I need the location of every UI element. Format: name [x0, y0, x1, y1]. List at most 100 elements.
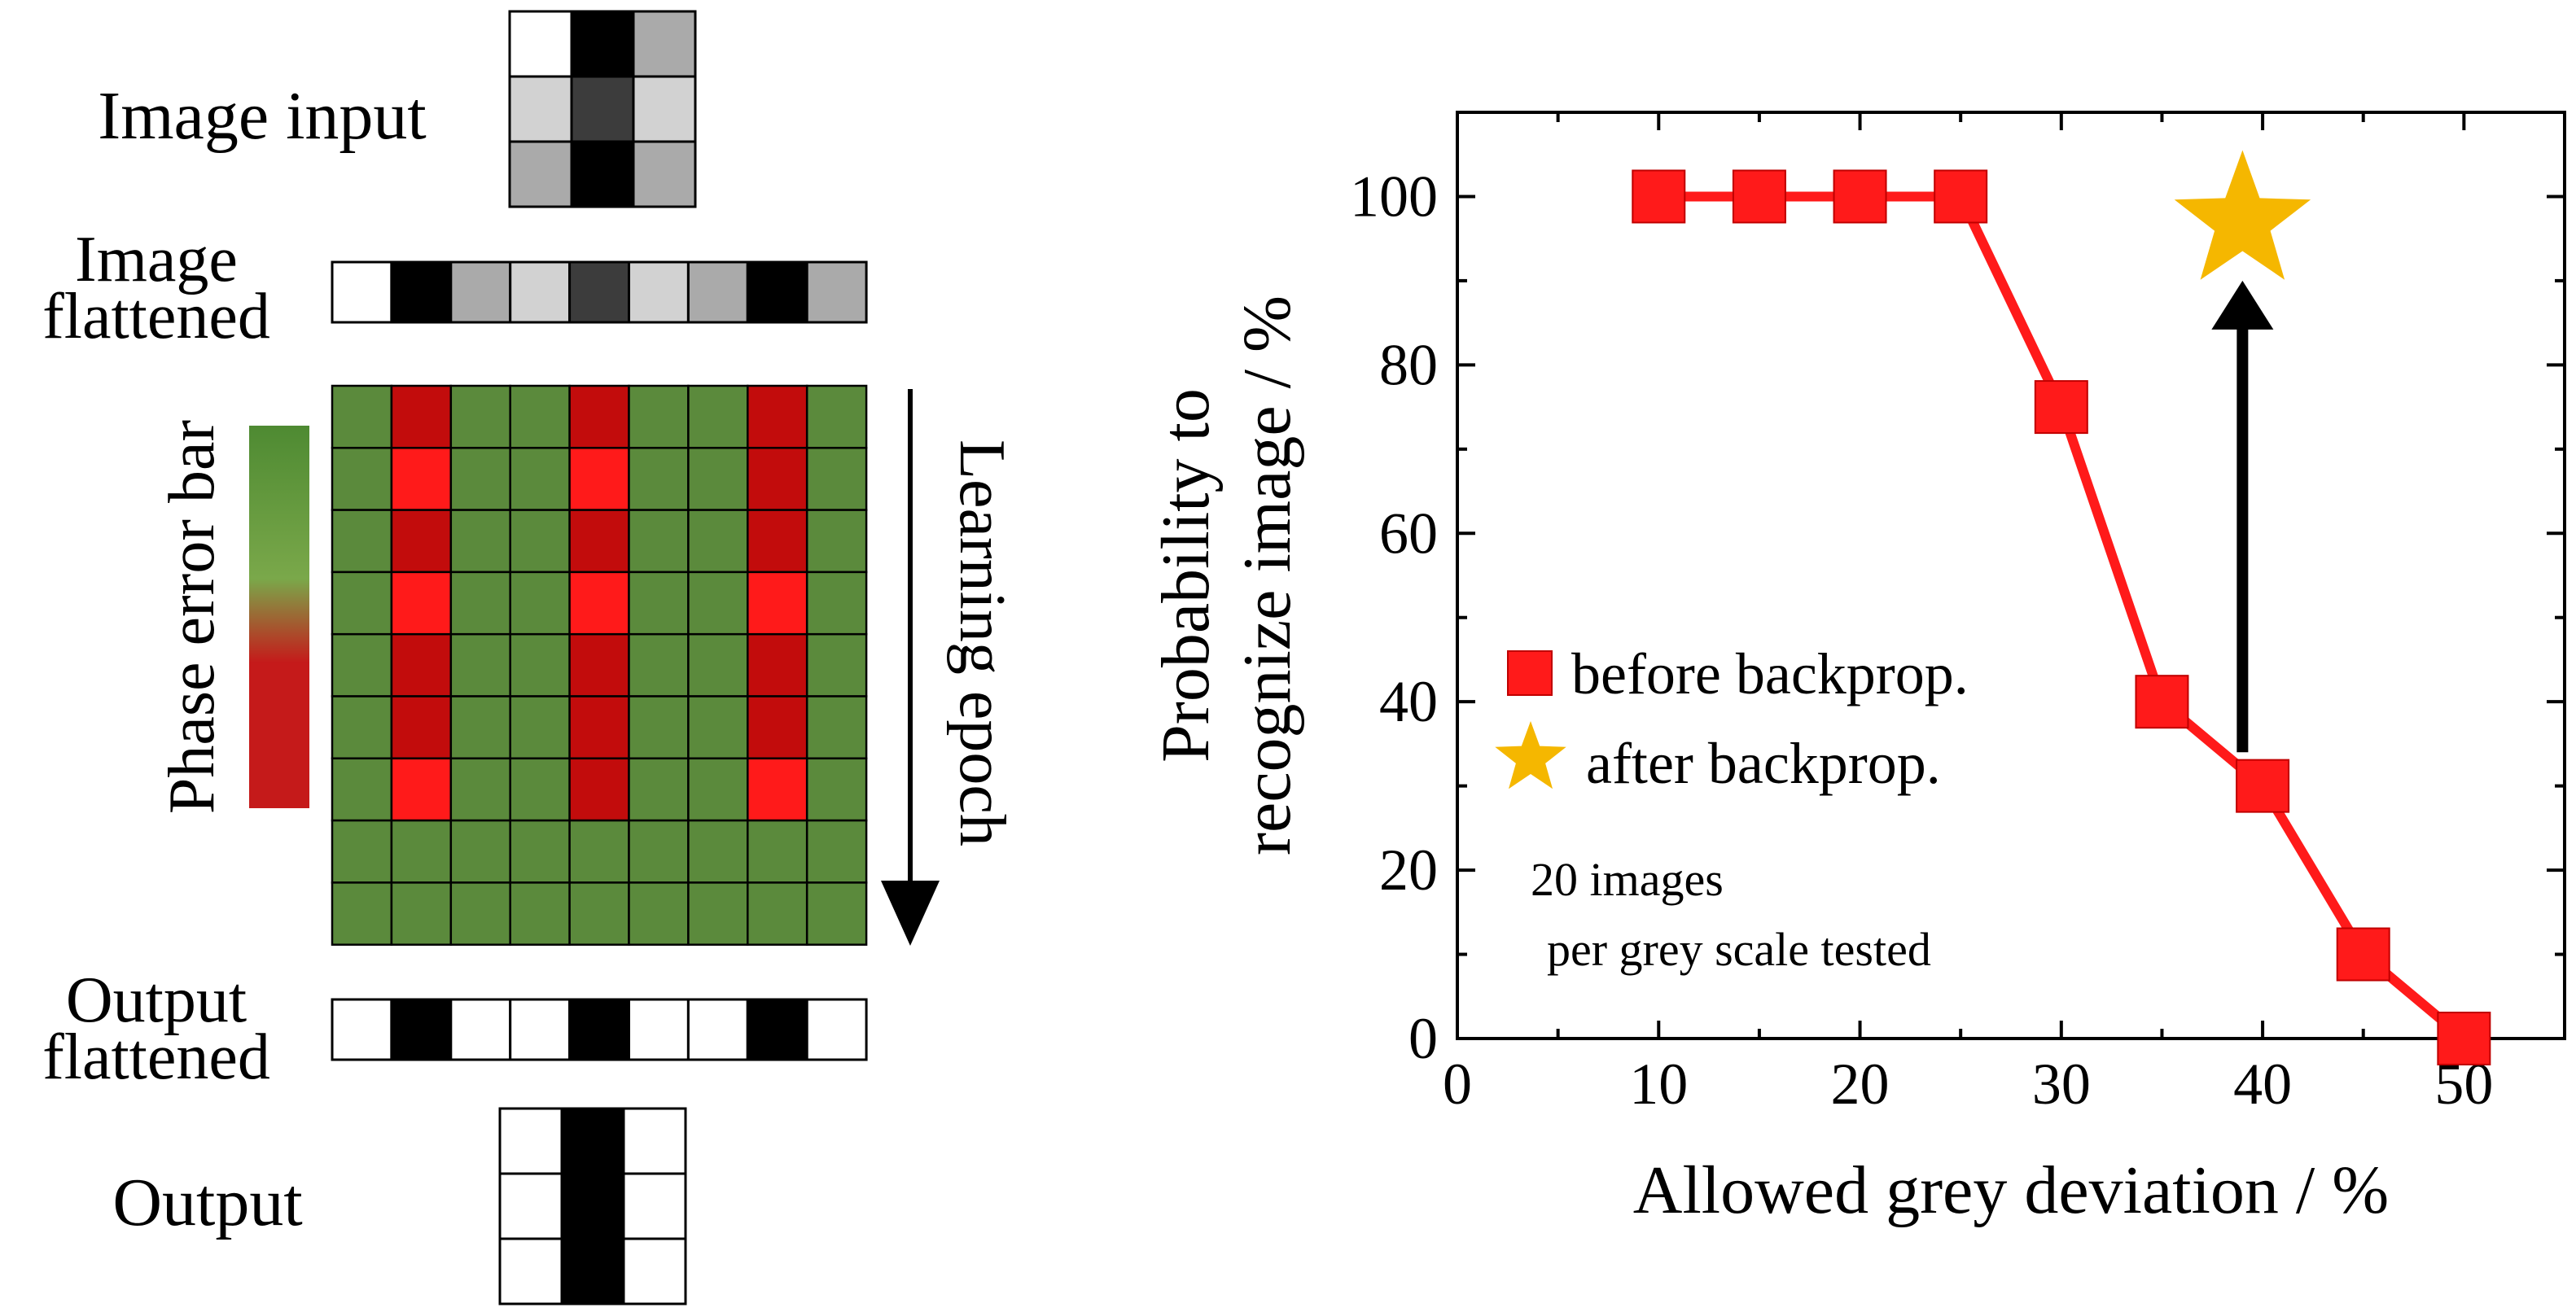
epoch-cell-r2-c3 [509, 509, 571, 574]
input-pixel-r1-c0 [508, 75, 573, 143]
epoch-cell-r8-c3 [509, 881, 571, 946]
output-pixel-r0-c1 [560, 1107, 625, 1175]
flattened-input-pixel-0 [331, 260, 393, 324]
output-pixel-r0-c0 [498, 1107, 563, 1175]
epoch-cell-r8-c6 [687, 881, 749, 946]
epoch-cell-r2-c7 [747, 509, 808, 574]
epoch-cell-r6-c8 [805, 757, 868, 822]
epoch-cell-r0-c3 [509, 384, 571, 449]
epoch-cell-r4-c1 [390, 632, 453, 698]
epoch-cell-r1-c3 [509, 447, 571, 511]
flattened-output-pixel-2 [449, 998, 512, 1061]
input-pixel-r0-c1 [570, 10, 635, 78]
flattened-input-pixel-8 [805, 260, 868, 324]
before-backprop-point [1934, 169, 1988, 224]
x-tick-label: 0 [1443, 1052, 1472, 1117]
x-tick-label: 10 [1629, 1052, 1688, 1117]
epoch-cell-r5-c6 [687, 695, 749, 760]
epoch-cell-r0-c4 [568, 384, 630, 449]
legend-marker-after [1495, 721, 1566, 789]
input-image-grid [508, 10, 697, 208]
flattened-input-pixel-2 [449, 260, 512, 324]
epoch-cell-r7-c6 [687, 819, 749, 884]
epoch-cell-r4-c2 [449, 632, 511, 698]
image-flattened-label-1: Image [75, 224, 238, 295]
before-backprop-point [1632, 169, 1686, 224]
epoch-cell-r6-c7 [747, 757, 808, 822]
output-flattened-label-2: flattened [42, 1021, 270, 1093]
flattened-output-pixel-1 [390, 998, 453, 1061]
epoch-cell-r0-c5 [628, 384, 690, 449]
epoch-cell-r6-c3 [509, 757, 571, 822]
flattened-input-pixel-4 [568, 260, 630, 324]
epoch-cell-r1-c1 [390, 447, 453, 511]
output-pixel-r1-c0 [498, 1172, 563, 1240]
output-pixel-r0-c2 [622, 1107, 687, 1175]
epoch-cell-r2-c8 [805, 509, 868, 574]
flattened-output-row [331, 998, 868, 1061]
epoch-cell-r4-c7 [747, 632, 808, 698]
epoch-cell-r0-c7 [747, 384, 808, 449]
epoch-cell-r5-c0 [331, 695, 393, 760]
epoch-cell-r8-c5 [628, 881, 690, 946]
flattened-input-row [331, 260, 868, 324]
improvement-arrow-head [2211, 280, 2274, 330]
epoch-cell-r7-c3 [509, 819, 571, 884]
flattened-output-pixel-0 [331, 998, 393, 1061]
epoch-cell-r4-c4 [568, 632, 630, 698]
annotation-line-2: per grey scale tested [1547, 923, 1931, 976]
output-pixel-r1-c2 [622, 1172, 687, 1240]
epoch-cell-r5-c5 [628, 695, 690, 760]
epoch-cell-r1-c8 [805, 447, 868, 511]
input-pixel-r0-c2 [632, 10, 697, 78]
flattened-output-pixel-7 [746, 998, 808, 1061]
epoch-cell-r2-c2 [449, 509, 511, 574]
y-axis-title-line-1: Probability to [1148, 388, 1224, 763]
epoch-cell-r4-c5 [628, 632, 690, 698]
epoch-cell-r3-c8 [805, 571, 868, 636]
epoch-cell-r0-c1 [390, 384, 453, 449]
epoch-cell-r6-c1 [390, 757, 453, 822]
epoch-cell-r5-c4 [568, 695, 630, 760]
epoch-cell-r5-c2 [449, 695, 511, 760]
epoch-cell-r6-c0 [331, 757, 393, 822]
data-series [1632, 150, 2491, 1065]
y-tick-label: 40 [1379, 669, 1438, 734]
y-tick-label: 20 [1379, 837, 1438, 903]
before-backprop-point [2437, 1012, 2491, 1065]
x-axis-title: Allowed grey deviation / % [1633, 1152, 2389, 1228]
before-backprop-point [2135, 675, 2189, 729]
output-flattened-label-1: Output [66, 964, 247, 1036]
epoch-cell-r1-c7 [747, 447, 808, 511]
epoch-cell-r8-c2 [449, 881, 511, 946]
epoch-cell-r6-c2 [449, 757, 511, 822]
input-pixel-r1-c1 [570, 75, 635, 143]
output-pixel-r2-c1 [560, 1237, 625, 1305]
epoch-cell-r4-c3 [509, 632, 571, 698]
input-pixel-r0-c0 [508, 10, 573, 78]
y-tick-label: 60 [1379, 501, 1438, 566]
learning-epoch-arrow-head [881, 881, 940, 946]
epoch-cell-r4-c6 [687, 632, 749, 698]
epoch-cell-r2-c6 [687, 509, 749, 574]
epoch-cell-r0-c6 [687, 384, 749, 449]
x-tick-label: 30 [2032, 1052, 2091, 1117]
flattened-input-pixel-1 [390, 260, 453, 324]
y-axis-title-line-2: recognize image / % [1229, 295, 1305, 855]
epoch-cell-r4-c8 [805, 632, 868, 698]
epoch-cell-r8-c4 [568, 881, 630, 946]
learning-epoch-matrix [331, 384, 868, 946]
epoch-cell-r7-c5 [628, 819, 690, 884]
legend-marker-before [1507, 650, 1553, 696]
epoch-cell-r0-c8 [805, 384, 868, 449]
image-flattened-label-2: flattened [42, 281, 270, 352]
legend-label-before: before backprop. [1571, 641, 1969, 706]
output-pixel-r1-c1 [560, 1172, 625, 1240]
legend-label-after: after backprop. [1586, 731, 1941, 796]
epoch-cell-r1-c2 [449, 447, 511, 511]
y-tick-label: 0 [1408, 1006, 1438, 1071]
epoch-cell-r0-c2 [449, 384, 511, 449]
x-tick-label: 40 [2233, 1052, 2292, 1117]
epoch-cell-r3-c6 [687, 571, 749, 636]
